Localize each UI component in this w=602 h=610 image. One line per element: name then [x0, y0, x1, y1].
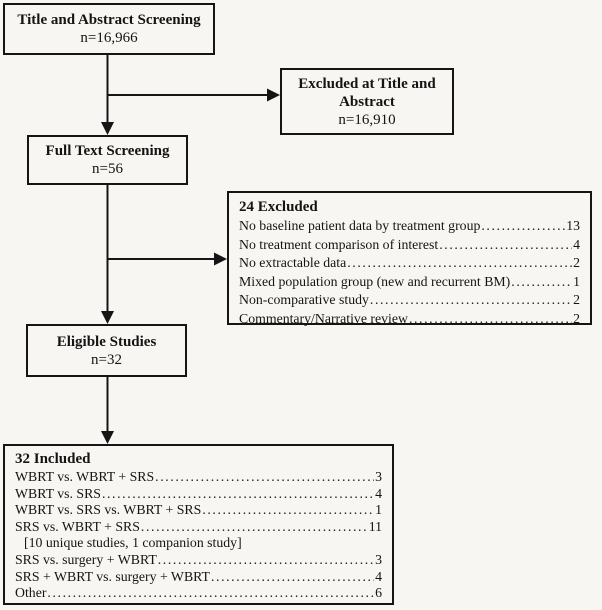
exclusion-reason-label: No extractable data	[239, 255, 347, 271]
exclusion-reason-count: 2	[573, 292, 580, 308]
dot-leader	[370, 291, 572, 310]
included-comparison-row: SRS vs. WBRT + SRS 11	[15, 519, 382, 536]
box-title: Full Text Screening	[45, 143, 170, 159]
included-comparison-label: SRS + WBRT vs. surgery + WBRT	[15, 568, 210, 584]
exclusion-reason-label: Non-comparative study	[239, 292, 369, 308]
exclusion-reason-row: Non-comparative study 2	[239, 291, 580, 310]
dot-leader	[211, 569, 374, 586]
arrowhead-right-1	[267, 88, 280, 102]
arrowhead-right-2	[214, 252, 227, 266]
dot-leader	[347, 254, 572, 273]
included-comparison-count: 3	[375, 469, 382, 484]
included-note-label: [10 unique studies, 1 companion study]	[24, 535, 242, 551]
exclusion-reason-row: Mixed population group (new and recurren…	[239, 273, 580, 292]
included-comparison-label: SRS vs. WBRT + SRS	[15, 518, 140, 534]
box-title: 24 Excluded	[239, 199, 318, 215]
exclusion-reason-count: 4	[573, 236, 580, 252]
box-eligible-studies: Eligible Studies n=32	[26, 324, 187, 377]
box-title: Eligible Studies	[56, 333, 157, 350]
box-count: n=16,910	[338, 111, 396, 128]
dot-leader	[141, 519, 368, 536]
arrowhead-down-1	[101, 122, 114, 135]
exclusion-reason-row: No extractable data 2	[239, 254, 580, 273]
box-24-excluded: 24 Excluded No baseline patient data by …	[227, 191, 592, 326]
dot-leader	[481, 217, 565, 236]
included-comparison-row: WBRT vs. SRS 4	[15, 486, 382, 503]
box-count: n=16,966	[80, 30, 138, 46]
exclusion-reason-count: 13	[566, 218, 580, 233]
included-comparison-row: Other 6	[15, 585, 382, 602]
arrowhead-down-2	[101, 311, 114, 324]
included-comparison-count: 1	[375, 502, 382, 518]
included-comparison-count: 4	[375, 568, 382, 584]
exclusion-reason-label: Commentary/Narrative review	[239, 310, 408, 326]
dot-leader	[102, 486, 374, 503]
box-title: Excluded at Title and Abstract	[298, 75, 436, 110]
dot-leader	[202, 502, 374, 519]
box-title: Title and Abstract Screening	[17, 12, 201, 28]
box-title-abstract-screening: Title and Abstract Screening n=16,966	[3, 3, 215, 55]
included-comparison-row: WBRT vs. SRS vs. WBRT + SRS 1	[15, 502, 382, 519]
exclusion-reason-row: No treatment comparison of interest 4	[239, 236, 580, 255]
exclusion-reason-count: 1	[573, 273, 580, 289]
dot-leader	[47, 585, 374, 602]
box-title: 32 Included	[15, 451, 91, 467]
box-count: n=32	[91, 351, 122, 368]
exclusion-reason-label: Mixed population group (new and recurren…	[239, 273, 511, 289]
box-excluded-at-title-abstract: Excluded at Title and Abstract n=16,910	[280, 68, 454, 135]
dot-leader	[409, 310, 572, 329]
included-comparison-row: SRS vs. surgery + WBRT 3	[15, 552, 382, 569]
included-comparison-label: WBRT vs. SRS	[15, 485, 101, 501]
exclusion-reason-count: 2	[573, 310, 580, 326]
included-comparison-row: WBRT vs. WBRT + SRS 3	[15, 469, 382, 486]
included-comparison-label: WBRT vs. WBRT + SRS	[15, 469, 155, 484]
dot-leader	[511, 273, 572, 292]
box-32-included: 32 Included WBRT vs. WBRT + SRS 3 WBRT v…	[3, 444, 394, 605]
exclusion-reason-label: No treatment comparison of interest	[239, 236, 439, 252]
included-comparison-count: 11	[368, 518, 382, 534]
included-comparison-note: [10 unique studies, 1 companion study]	[15, 535, 382, 552]
arrowhead-down-3	[101, 431, 114, 444]
included-comparison-label: Other	[15, 585, 47, 601]
included-comparison-label: SRS vs. surgery + WBRT	[15, 551, 157, 567]
dot-leader	[439, 236, 572, 255]
exclusion-reason-count: 2	[573, 255, 580, 271]
included-comparison-count: 4	[375, 485, 382, 501]
included-comparison-count: 3	[375, 551, 382, 567]
included-comparison-count: 6	[375, 585, 382, 601]
box-count: n=56	[92, 161, 123, 177]
exclusion-reason-label: No baseline patient data by treatment gr…	[239, 218, 481, 233]
box-full-text-screening: Full Text Screening n=56	[27, 135, 188, 185]
dot-leader	[155, 469, 374, 486]
exclusion-reason-row: No baseline patient data by treatment gr…	[239, 217, 580, 236]
dot-leader	[158, 552, 374, 569]
exclusion-reason-row: Commentary/Narrative review 2	[239, 310, 580, 329]
included-comparison-row: SRS + WBRT vs. surgery + WBRT 4	[15, 569, 382, 586]
included-comparison-label: WBRT vs. SRS vs. WBRT + SRS	[15, 502, 202, 518]
